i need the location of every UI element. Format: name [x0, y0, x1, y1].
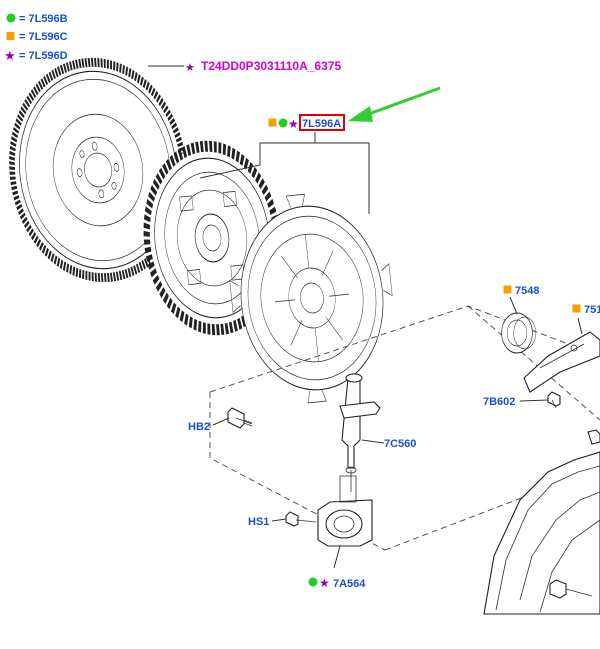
- bolt-hs1: [285, 511, 317, 527]
- callout-7b602[interactable]: 7B602: [483, 396, 515, 408]
- callout-flywheel[interactable]: T24DD0P3031110A_6375: [201, 59, 341, 73]
- callout-7c560[interactable]: 7C560: [384, 438, 416, 450]
- legend-item-7L596D: = 7L596D: [19, 50, 68, 62]
- highlight-box: [299, 114, 345, 131]
- purple-star-icon: ★: [319, 576, 330, 590]
- bolt-hb2: [227, 407, 253, 429]
- callout-clutch-kit[interactable]: 7L596A: [302, 118, 341, 130]
- callout-bearing[interactable]: 7548: [515, 285, 539, 297]
- orange-square-icon: [572, 304, 581, 313]
- orange-square-icon: [268, 118, 277, 127]
- bolt-right-edge: [587, 429, 600, 445]
- callout-hb2[interactable]: HB2: [188, 421, 210, 433]
- green-circle-icon: [278, 118, 288, 128]
- green-circle-icon: [308, 577, 318, 587]
- legend-item-7L596C: = 7L596C: [19, 31, 68, 43]
- callout-fork-partial[interactable]: 751: [584, 304, 600, 316]
- green-circle-icon: [6, 13, 16, 23]
- hydraulic-line: [339, 373, 381, 492]
- release-bearing: [501, 312, 536, 354]
- slave-cylinder: [317, 475, 373, 547]
- orange-square-icon: [503, 285, 512, 294]
- bell-housing: [483, 451, 600, 615]
- release-fork: [523, 331, 600, 393]
- legend: = 7L596B = 7L596C ★ = 7L596D: [4, 13, 68, 64]
- bolt-7b602: [547, 391, 561, 409]
- callout-7a564[interactable]: 7A564: [333, 578, 366, 590]
- legend-item-7L596B: = 7L596B: [19, 13, 68, 25]
- pressure-plate: [229, 193, 393, 404]
- green-arrow-icon: [348, 86, 441, 122]
- orange-square-icon: [6, 32, 15, 40]
- callout-hs1[interactable]: HS1: [248, 516, 269, 528]
- purple-star-icon: ★: [185, 62, 195, 74]
- purple-star-icon: ★: [288, 117, 299, 131]
- purple-star-icon: ★: [4, 49, 16, 64]
